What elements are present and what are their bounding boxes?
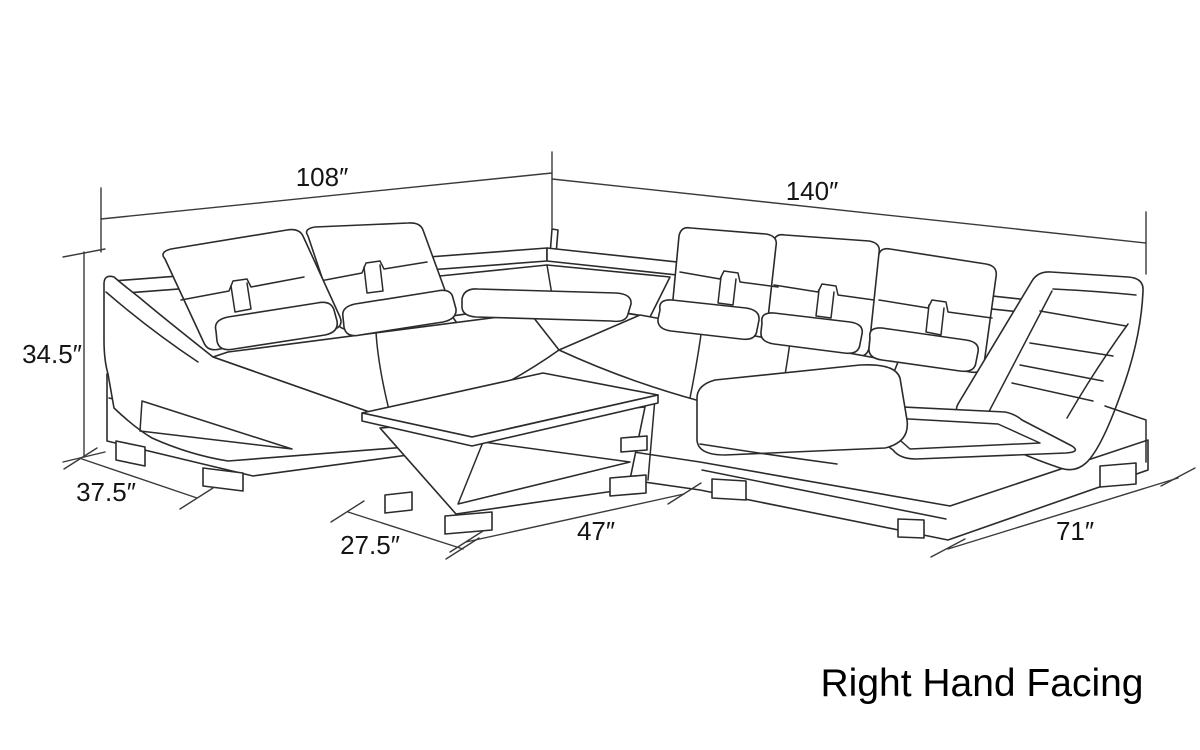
orientation-caption: Right Hand Facing <box>820 662 1143 705</box>
dimension-label-table-length: 47″ <box>577 516 615 546</box>
dimension-label-left-back-width: 108″ <box>296 162 349 192</box>
dimension-label-seat-height: 34.5″ <box>22 339 82 369</box>
dimension-label-right-back-width: 140″ <box>786 176 839 206</box>
dim-27-5 <box>330 500 480 560</box>
dim-108 <box>100 151 553 253</box>
sofa-foot <box>1099 462 1137 488</box>
dim-37-5 <box>63 447 214 510</box>
sectional-sofa-drawing <box>103 222 1149 541</box>
sofa-foot <box>115 440 146 467</box>
chaise-seat <box>696 363 909 465</box>
sofa-foot <box>711 478 747 501</box>
dimension-label-table-depth: 27.5″ <box>340 530 400 560</box>
sofa-foot <box>202 467 244 492</box>
table-foot <box>609 474 647 497</box>
table-foot <box>444 511 493 535</box>
table-foot <box>384 491 413 514</box>
dim-140 <box>551 178 1147 275</box>
dim-71 <box>930 467 1196 558</box>
dim-47 <box>449 482 702 553</box>
dimension-label-left-section-depth: 37.5″ <box>76 477 136 507</box>
dimension-label-chaise-length: 71″ <box>1056 516 1094 546</box>
sofa-foot <box>897 518 925 539</box>
lumbar-pillows <box>214 288 980 373</box>
left-arm <box>103 275 413 462</box>
coffee-table <box>361 372 659 535</box>
table-foot <box>620 435 648 453</box>
dimension-lines <box>62 151 1196 560</box>
